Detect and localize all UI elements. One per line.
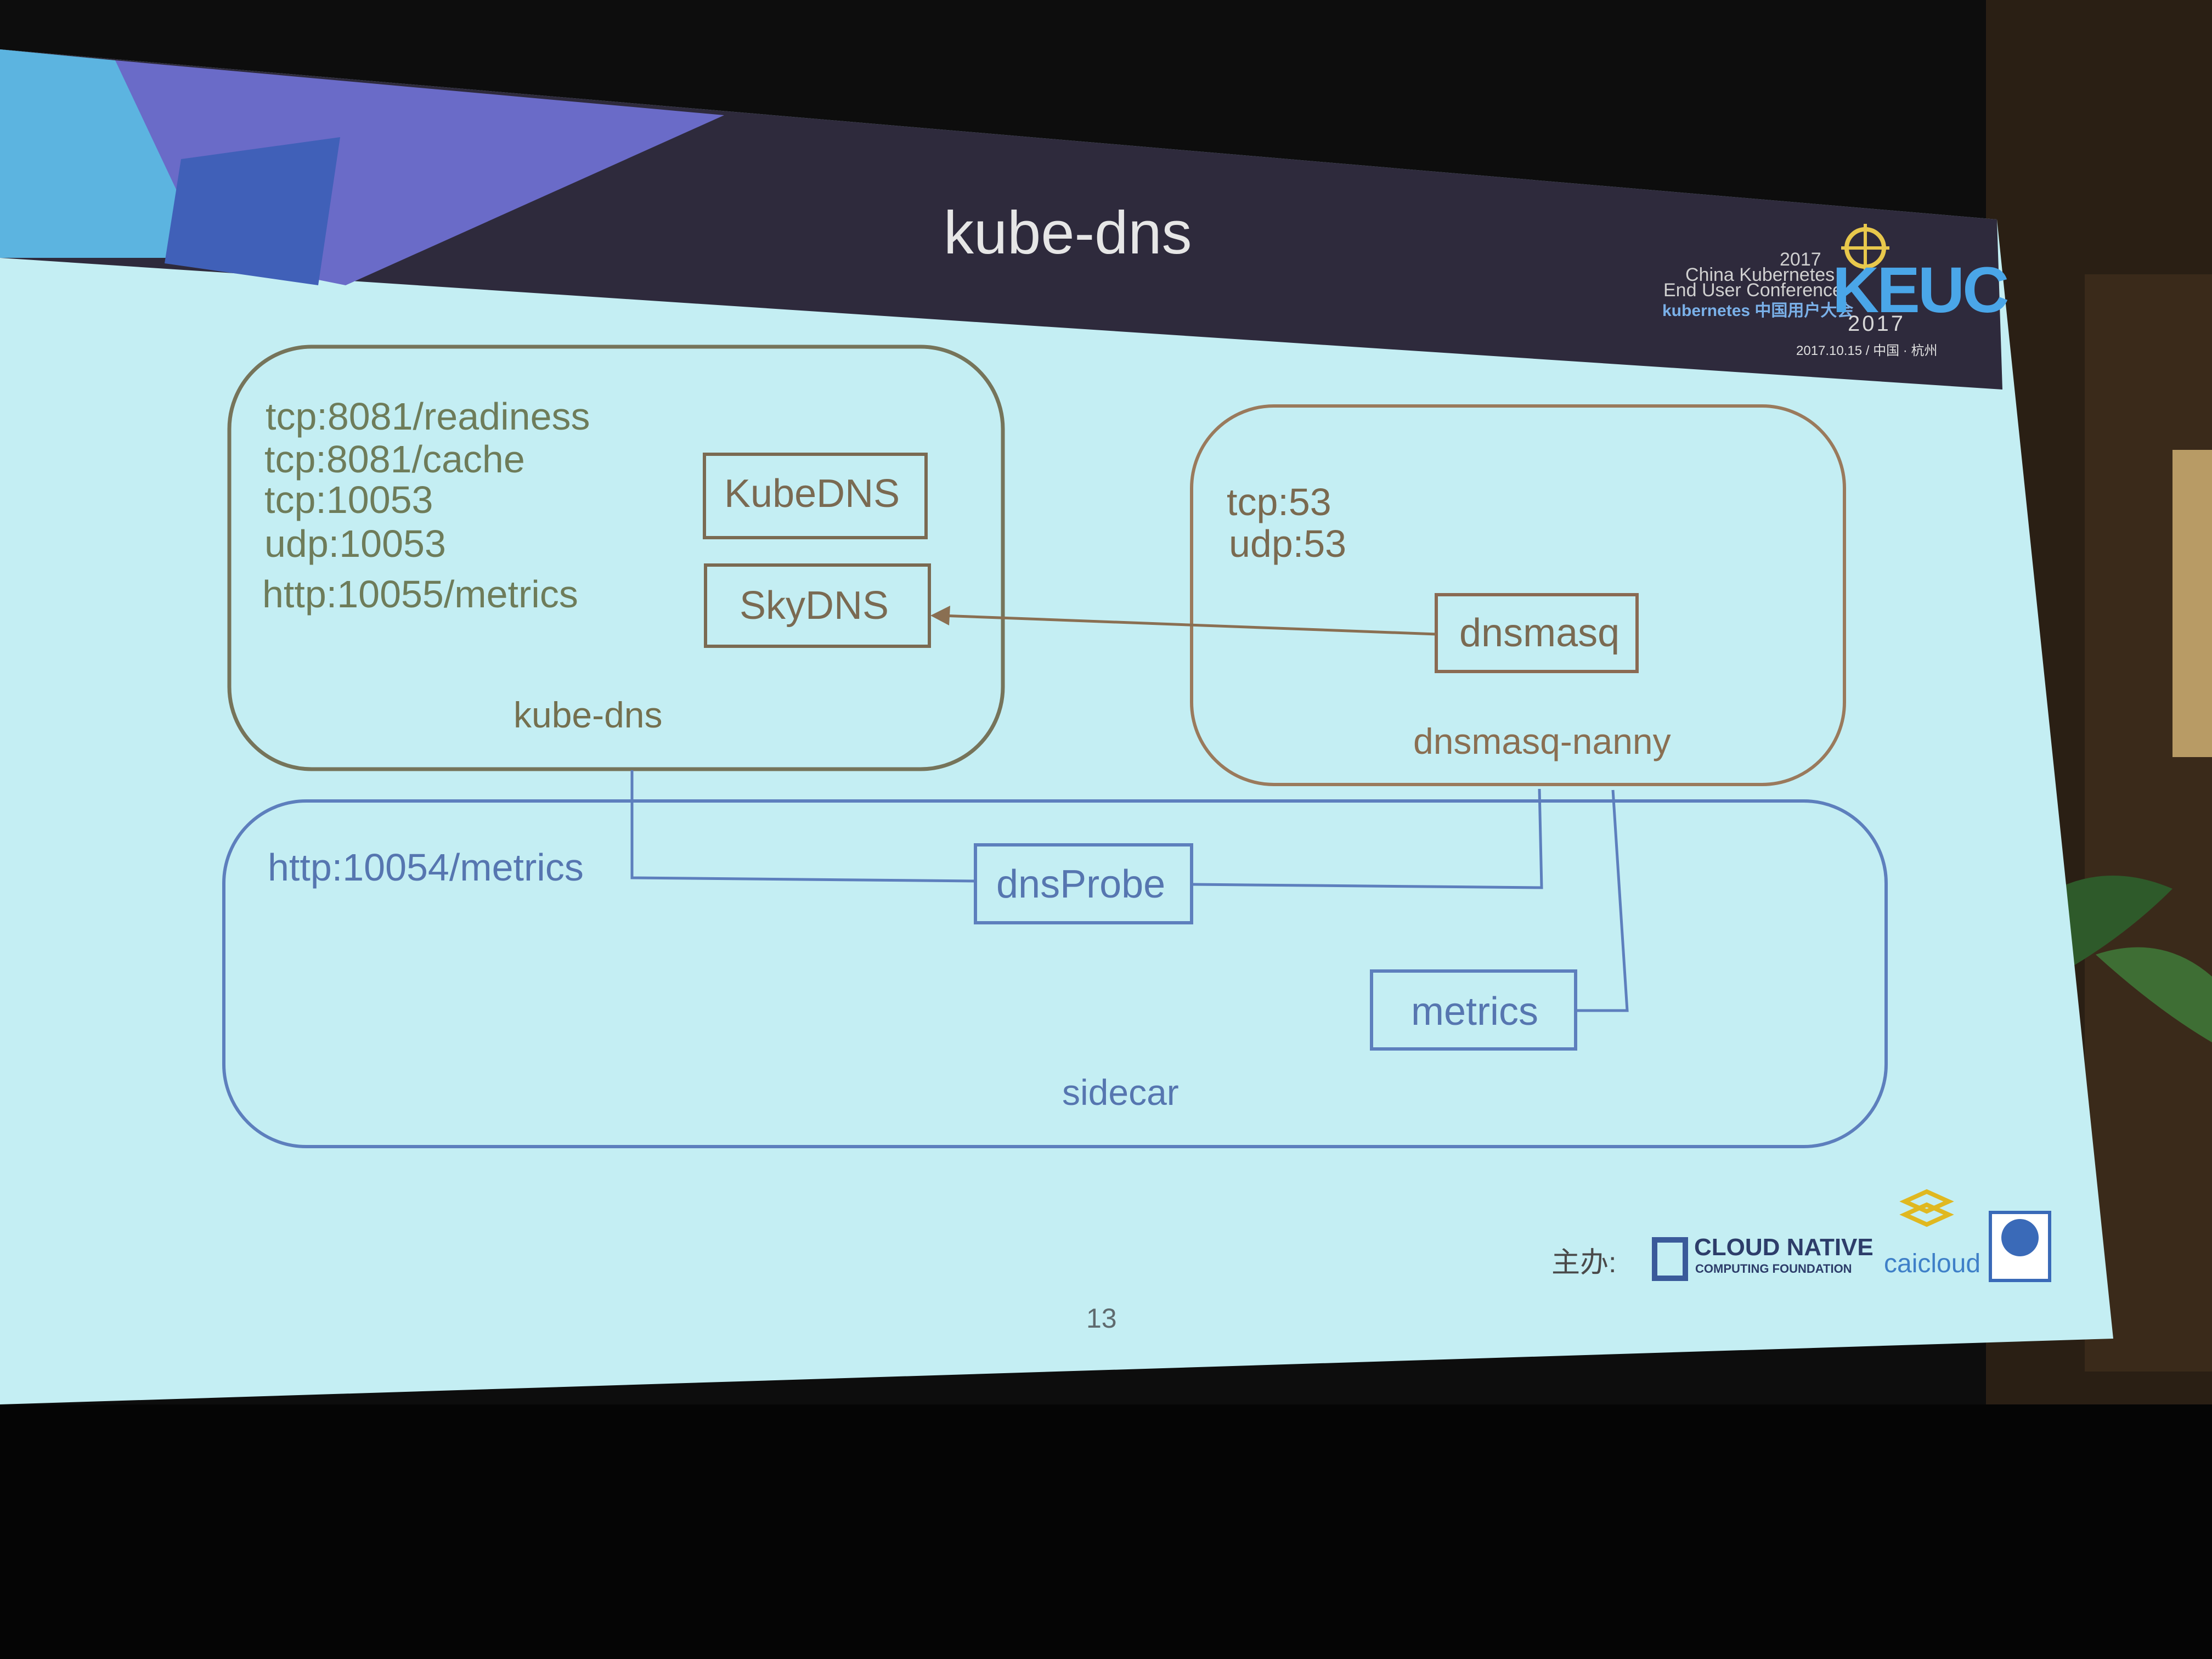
event-year-bottom: 2017 — [1848, 312, 1905, 336]
event-date: 2017.10.15 / 中国 · 杭州 — [1796, 343, 1938, 358]
page-number: 13 — [1086, 1303, 1117, 1334]
kube-dns-caption: kube-dns — [514, 695, 663, 735]
cncf-logo-mark — [1652, 1237, 1688, 1281]
kube-dns-port-cache: tcp:8081/cache — [264, 438, 525, 481]
slide-surface — [0, 49, 2113, 1404]
sponsor-label: 主办: — [1551, 1247, 1617, 1279]
slide-title: kube-dns — [944, 199, 1192, 267]
dnsprobe-box — [974, 843, 1193, 924]
event-line-2: End User Conference — [1663, 280, 1843, 301]
dnsprobe-label: dnsProbe — [996, 862, 1166, 906]
event-brand: KEUC — [1832, 254, 2009, 326]
probe-line-kube-dns — [630, 770, 976, 883]
caicloud-logo-text: caicloud — [1884, 1249, 1981, 1278]
sidecar-container — [222, 799, 1888, 1148]
event-line-1: China Kubernetes — [1685, 264, 1835, 285]
wall-lamp — [2172, 450, 2212, 757]
kube-dns-container — [227, 345, 1005, 771]
sidecar-caption: sidecar — [1062, 1072, 1179, 1113]
kube-dns-port-readiness: tcp:8081/readiness — [266, 395, 590, 438]
dnsmasq-port-tcp: tcp:53 — [1227, 481, 1331, 523]
dnsmasq-port-udp: udp:53 — [1229, 522, 1347, 565]
cncf-logo-subtext: COMPUTING FOUNDATION — [1695, 1262, 1852, 1276]
dnsmasq-nanny-container — [1190, 404, 1846, 786]
dnsmasq-to-skydns-line — [941, 614, 1437, 636]
cncf-logo-text: CLOUD NATIVE — [1694, 1234, 1874, 1261]
floor-shadow — [0, 1404, 2212, 1659]
skydns-box — [704, 563, 931, 648]
kube-dns-port-udp: udp:10053 — [264, 522, 446, 565]
metrics-label: metrics — [1411, 990, 1538, 1034]
dnsmasq-nanny-caption: dnsmasq-nanny — [1413, 721, 1671, 761]
metrics-line — [1576, 789, 1629, 1012]
event-line-3: kubernetes 中国用户大会 — [1662, 302, 1854, 320]
kube-dns-port-tcp: tcp:10053 — [264, 478, 433, 521]
plant-leaf — [2096, 947, 2212, 1042]
probe-line-dnsmasq — [1191, 788, 1543, 889]
skydns-label: SkyDNS — [740, 584, 889, 628]
kubedns-box — [703, 453, 928, 539]
kubedns-label: KubeDNS — [724, 472, 900, 516]
dnsmasq-label: dnsmasq — [1459, 611, 1620, 655]
kube-dns-port-metrics: http:10055/metrics — [262, 573, 578, 616]
caicloud-logo-mark — [1899, 1189, 1954, 1227]
arrow-head — [930, 606, 950, 625]
header-accent-3 — [165, 137, 340, 285]
sidecar-port-metrics: http:10054/metrics — [268, 846, 584, 889]
event-year-top: 2017 — [1780, 249, 1821, 270]
